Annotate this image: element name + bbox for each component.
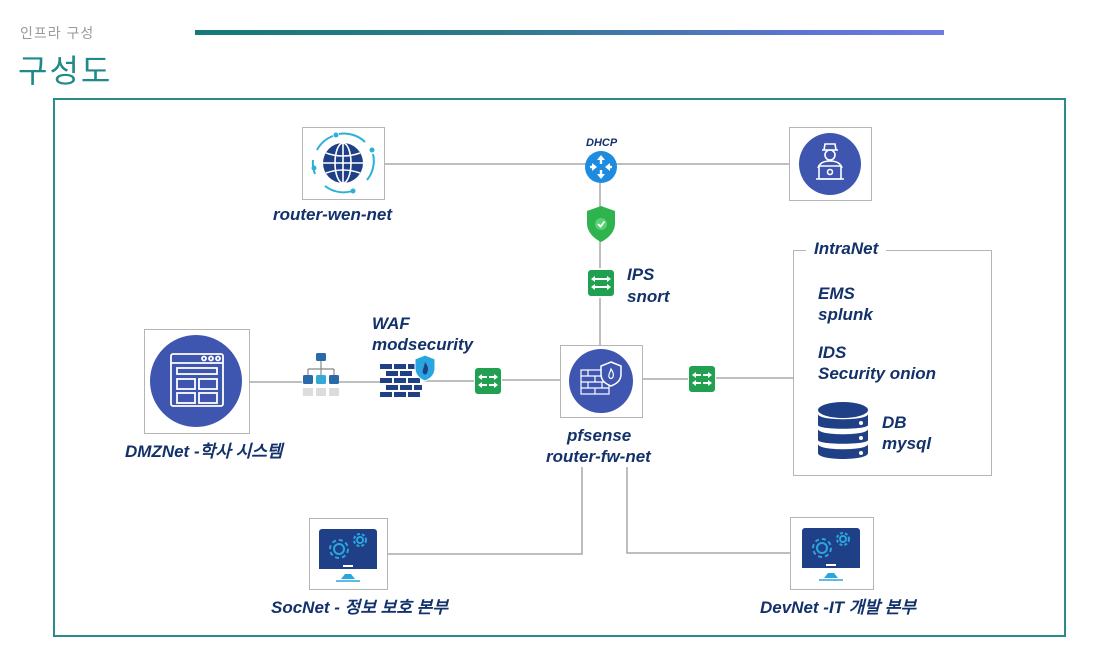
ips-switch-icon[interactable] (587, 269, 615, 297)
monitor-gear-icon (802, 528, 860, 581)
ips-label-line1: IPS (627, 265, 655, 284)
pfsense-label-line1: pfsense (567, 426, 632, 445)
router-wan-label: router-wen-net (273, 205, 392, 224)
db-label-line2: mysql (882, 434, 932, 453)
node-soc[interactable] (309, 518, 388, 590)
firewall-icon[interactable] (380, 354, 436, 400)
dev-label: DevNet -IT 개발 본부 (760, 598, 917, 617)
db-label-line1: DB (882, 413, 907, 432)
firewall-shield-icon (569, 349, 633, 413)
hierarchy-icon[interactable] (302, 352, 340, 400)
dhcp-label: DHCP (586, 137, 618, 149)
diagram-frame (53, 98, 1066, 637)
node-pfsense[interactable] (560, 345, 643, 418)
waf-label-line1: WAF (372, 314, 410, 333)
monitor-gear-icon (319, 529, 377, 582)
intranet-switch-icon[interactable] (688, 365, 716, 393)
link-pfsense-soc (387, 467, 583, 555)
globe-icon (311, 132, 375, 194)
ems-label-line2[interactable]: splunk (818, 305, 873, 324)
dmz-label: DMZNet -학사 시스템 (125, 442, 283, 461)
ids-label-line1[interactable]: IDS (818, 343, 847, 362)
ems-label-line1[interactable]: EMS (818, 284, 855, 303)
intranet-title: IntraNet (806, 238, 887, 260)
hacker-icon (799, 133, 861, 195)
shield-check-icon[interactable] (585, 205, 617, 243)
accent-bar (195, 30, 944, 35)
soc-label: SocNet - 정보 보호 본부 (271, 598, 448, 617)
link-pfsense-dev (626, 467, 790, 554)
node-hacker[interactable] (789, 127, 872, 201)
web-app-icon (150, 335, 242, 427)
page-title: 구성도 (18, 53, 113, 89)
ips-label-line2: snort (627, 287, 670, 306)
intranet-group (793, 250, 992, 476)
page-subtitle: 인프라 구성 (20, 25, 95, 41)
node-dev[interactable] (790, 517, 874, 590)
waf-label-line2: modsecurity (372, 335, 474, 354)
waf-switch-icon[interactable] (474, 367, 502, 395)
node-dmz[interactable] (144, 329, 250, 434)
pfsense-label-line2: router-fw-net (546, 447, 651, 466)
router-icon[interactable] (584, 150, 618, 184)
database-icon[interactable] (816, 401, 870, 461)
ids-label-line2[interactable]: Security onion (818, 364, 937, 383)
node-router-wan[interactable] (302, 127, 385, 200)
